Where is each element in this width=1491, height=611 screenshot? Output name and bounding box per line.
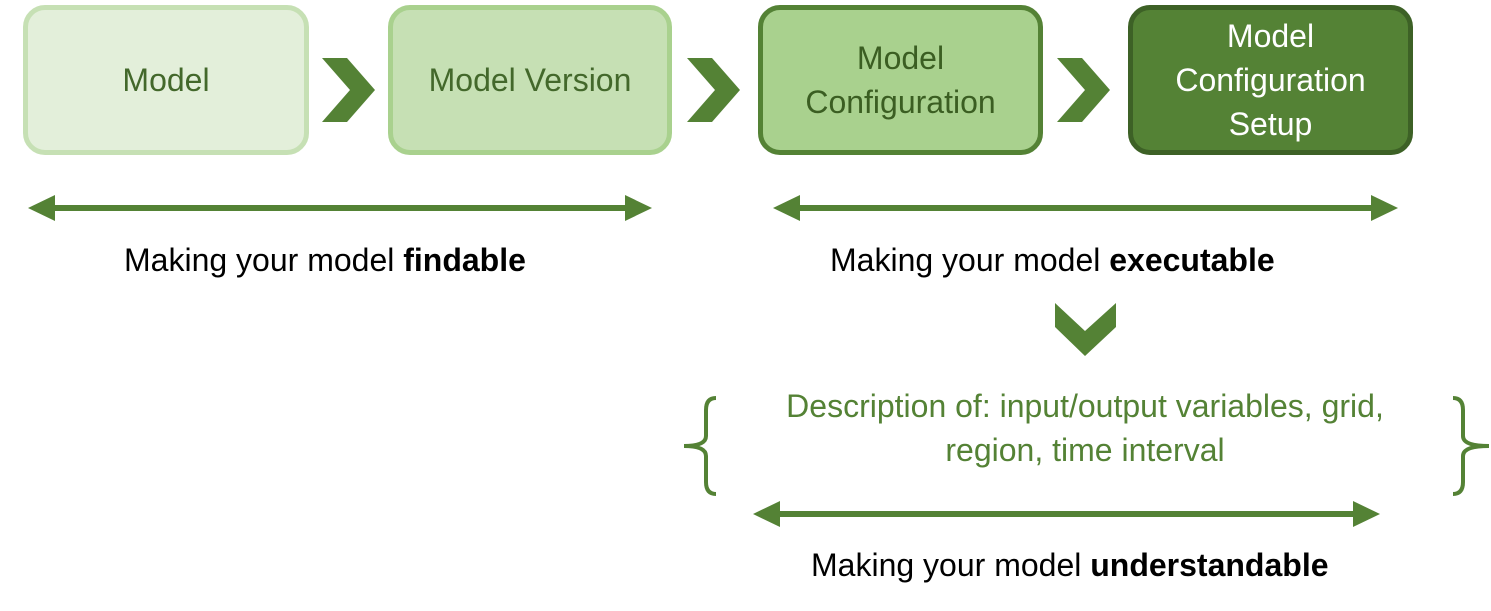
chevron-right-icon [322,58,375,122]
caption-understandable-bold: understandable [1090,547,1329,583]
caption-findable-bold: findable [403,242,526,278]
model-box-label: Model [122,62,210,98]
caption-understandable-prefix: Making your model [811,547,1091,583]
model-version-box-label: Model Version [428,62,632,98]
chevron-right-icon [1057,58,1110,122]
double-headed-arrow-icon [28,195,652,221]
model-configuration-box: Model Configuration [758,5,1043,155]
description-text: Description of: input/output variables, … [786,388,1384,468]
chevron-right-icon [687,58,740,122]
double-headed-arrow-icon [753,501,1380,527]
caption-findable-prefix: Making your model [124,242,404,278]
model-configuration-setup-box-label: Model Configuration Setup [1175,18,1366,142]
caption-executable-bold: executable [1109,242,1275,278]
model-version-box: Model Version [388,5,672,155]
double-headed-arrow-icon [773,195,1398,221]
caption-findable: Making your model findable [124,242,526,279]
model-configuration-box-label: Model Configuration [805,40,996,120]
caption-executable: Making your model executable [830,242,1275,279]
caption-understandable: Making your model understandable [811,547,1329,584]
curly-brace-icon [683,396,717,496]
chevron-down-icon [1055,303,1116,356]
curly-brace-icon [1452,396,1490,496]
model-box: Model [23,5,309,155]
caption-executable-prefix: Making your model [830,242,1110,278]
model-configuration-setup-box: Model Configuration Setup [1128,5,1413,155]
